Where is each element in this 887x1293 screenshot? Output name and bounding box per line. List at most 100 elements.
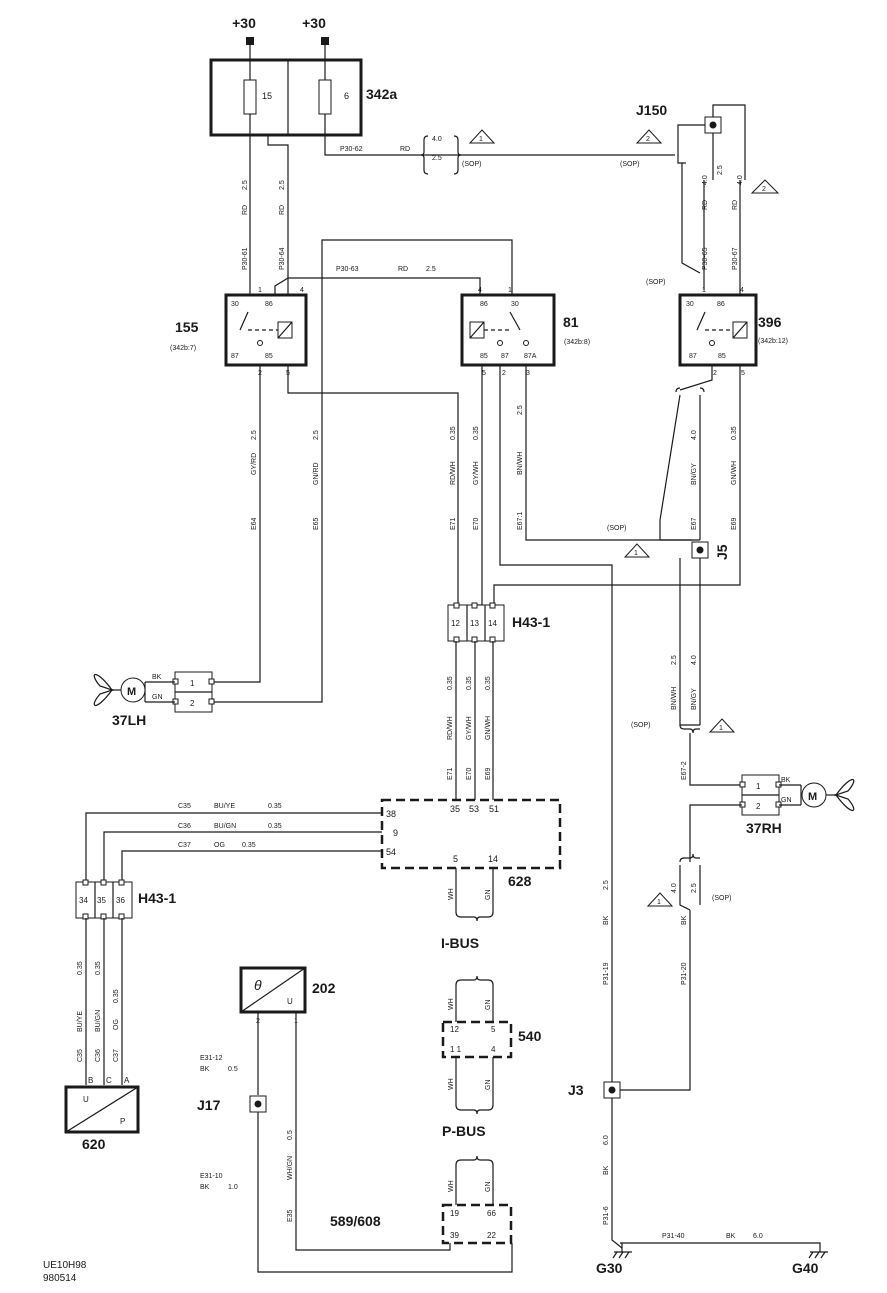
svg-text:12: 12 — [450, 1025, 459, 1034]
svg-text:12: 12 — [451, 619, 460, 628]
svg-text:6.0: 6.0 — [753, 1233, 763, 1240]
svg-text:θ: θ — [254, 977, 262, 993]
svg-text:E31-12: E31-12 — [200, 1055, 223, 1062]
relay-id: 396 — [758, 314, 782, 330]
fan-37rh: 2.5 4.0 BN/WH BN/GY (SOP) 1 E67-2 1 2 BK… — [620, 655, 855, 1091]
svg-text:5: 5 — [741, 370, 745, 377]
svg-text:M: M — [808, 791, 817, 803]
svg-text:BK: BK — [200, 1184, 210, 1191]
svg-text:BU/GN: BU/GN — [214, 823, 236, 830]
svg-text:0.35: 0.35 — [242, 842, 256, 849]
svg-text:0.35: 0.35 — [113, 989, 120, 1003]
svg-text:(SOP): (SOP) — [620, 161, 639, 168]
bus-label: I-BUS — [441, 935, 479, 951]
svg-text:4: 4 — [300, 287, 304, 294]
sensor-202: θ U 202 2 1 0.5 WH/GN E35 J17 E31-12 BK … — [197, 966, 513, 1273]
module-id: 540 — [518, 1028, 542, 1044]
svg-text:GN: GN — [781, 797, 792, 804]
relay-id: 155 — [175, 319, 199, 335]
svg-text:C36: C36 — [95, 1049, 102, 1062]
ground-label: G40 — [792, 1260, 819, 1276]
svg-text:BN/GY: BN/GY — [691, 688, 698, 710]
svg-text:4.0: 4.0 — [691, 655, 698, 665]
svg-text:E35: E35 — [287, 1209, 294, 1222]
svg-text:30: 30 — [511, 301, 519, 308]
fan-blade-icon — [93, 673, 114, 707]
svg-text:P30-61: P30-61 — [242, 247, 249, 270]
svg-text:BN/GY: BN/GY — [691, 463, 698, 485]
svg-text:1: 1 — [258, 287, 262, 294]
svg-text:1: 1 — [508, 287, 512, 294]
fuse-number: 15 — [262, 91, 272, 101]
svg-text:0.35: 0.35 — [485, 676, 492, 690]
relay-396: 1 4 30 86 87 85 2 5 396 (342b:12) — [678, 287, 788, 377]
svg-text:2.5: 2.5 — [691, 883, 698, 893]
svg-text:35: 35 — [450, 804, 460, 814]
svg-text:22: 22 — [487, 1231, 496, 1240]
relay-81: 4 1 86 30 85 87 87A 5 2 3 81 (342b:8) — [460, 287, 590, 377]
svg-text:0.35: 0.35 — [466, 676, 473, 690]
svg-text:1: 1 — [190, 679, 195, 688]
svg-text:E67-2: E67-2 — [681, 761, 688, 780]
junction-j150: J150 4.0 2.5 4.0 2 RD RD P30-65 P30-67 (… — [636, 102, 780, 295]
svg-text:(342b:8): (342b:8) — [564, 339, 590, 346]
junction-j5: J5 — [660, 539, 730, 680]
svg-text:BK: BK — [681, 915, 688, 925]
svg-text:GN/RD: GN/RD — [313, 462, 320, 485]
svg-text:E64: E64 — [251, 517, 258, 530]
svg-text:0.35: 0.35 — [447, 676, 454, 690]
svg-text:RD: RD — [400, 146, 410, 153]
svg-text:BN/WH: BN/WH — [671, 687, 678, 710]
svg-text:RD: RD — [398, 266, 408, 273]
svg-text:4: 4 — [491, 1045, 496, 1054]
svg-text:2.5: 2.5 — [242, 180, 249, 190]
junction-j17: J17 — [197, 1097, 221, 1113]
svg-text:4.0: 4.0 — [432, 136, 442, 143]
svg-text:4: 4 — [740, 287, 744, 294]
svg-text:E65: E65 — [313, 517, 320, 530]
svg-text:5: 5 — [453, 854, 458, 864]
svg-text:E70: E70 — [466, 767, 473, 780]
svg-text:4.0: 4.0 — [671, 883, 678, 893]
svg-text:4.0: 4.0 — [702, 175, 709, 185]
svg-text:9: 9 — [393, 828, 398, 838]
svg-text:C35: C35 — [77, 1049, 84, 1062]
svg-text:C35: C35 — [178, 803, 191, 810]
svg-text:2.5: 2.5 — [313, 430, 320, 440]
svg-text:GN: GN — [485, 890, 492, 901]
wire-p30-63: P30-63 RD 2.5 — [287, 239, 513, 295]
svg-text:WH: WH — [448, 998, 455, 1010]
ground-wiring: P31-40 BK 6.0 G30 G40 — [596, 1233, 828, 1276]
connector-label: H43-1 — [512, 614, 550, 630]
svg-text:P31-40: P31-40 — [662, 1233, 685, 1240]
svg-text:86: 86 — [717, 301, 725, 308]
svg-text:C37: C37 — [178, 842, 191, 849]
svg-text:C37: C37 — [113, 1049, 120, 1062]
ground-icon — [612, 1243, 632, 1259]
svg-text:51: 51 — [489, 804, 499, 814]
svg-text:2: 2 — [502, 370, 506, 377]
svg-text:RD/WH: RD/WH — [447, 716, 454, 740]
svg-text:GY/WH: GY/WH — [473, 461, 480, 485]
svg-text:6.0: 6.0 — [603, 1135, 610, 1145]
svg-text:(SOP): (SOP) — [607, 525, 626, 532]
svg-text:35: 35 — [97, 896, 106, 905]
svg-text:P30-62: P30-62 — [340, 146, 363, 153]
svg-text:RD/WH: RD/WH — [450, 461, 457, 485]
svg-text:BK: BK — [726, 1233, 736, 1240]
svg-text:4.0: 4.0 — [691, 430, 698, 440]
svg-text:14: 14 — [488, 619, 497, 628]
supply-label: +30 — [232, 15, 256, 31]
svg-text:GY/WH: GY/WH — [466, 716, 473, 740]
svg-text:B: B — [88, 1076, 93, 1085]
svg-text:BK: BK — [152, 674, 162, 681]
wires-mid: 2.5 GY/RD E64 2.5 GN/RD E65 0.35 RD/WH E… — [212, 278, 741, 1082]
supply-label: +30 — [302, 15, 326, 31]
svg-text:5: 5 — [482, 370, 486, 377]
warning-icon: 1 — [657, 899, 661, 906]
svg-text:RD: RD — [702, 200, 709, 210]
svg-text:E69: E69 — [485, 767, 492, 780]
svg-text:P31-6: P31-6 — [603, 1206, 610, 1225]
fuse-icon — [318, 79, 332, 115]
